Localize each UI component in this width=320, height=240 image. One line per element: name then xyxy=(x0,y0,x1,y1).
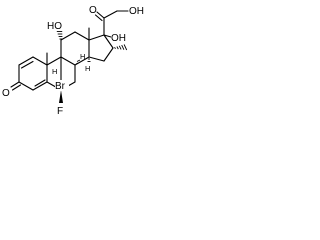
fluoro-c6-label: F xyxy=(57,106,63,117)
h-c8-label: H xyxy=(80,52,85,61)
ketone-oxygen-label: O xyxy=(2,88,10,99)
ring-a xyxy=(10,56,48,91)
molecule-structure: O OH O HO OH H H H Br F xyxy=(2,5,145,117)
bond-c20-c21 xyxy=(103,10,118,19)
bond-c20-o xyxy=(96,11,105,19)
h-c8-hashed xyxy=(75,59,81,65)
alcohol-oh-label: OH xyxy=(129,6,144,17)
h-c14-label: H xyxy=(85,64,90,73)
ring-c xyxy=(60,31,90,66)
hydroxy-c11-hashed xyxy=(56,31,63,40)
methyl-c16-hashed xyxy=(114,44,128,51)
bond-c6-f-wedge xyxy=(59,90,63,103)
h-c14-hashed xyxy=(87,58,91,62)
h-c9-label: H xyxy=(52,67,57,76)
hydroxy-c11-label: HO xyxy=(47,21,62,32)
bond-c17-oh xyxy=(103,34,112,38)
bromo-c9-label: Br xyxy=(55,81,66,92)
hydroxy-c17-label: OH xyxy=(111,33,126,44)
ketone-o-c20-label: O xyxy=(89,5,97,16)
ring-d xyxy=(88,34,114,62)
